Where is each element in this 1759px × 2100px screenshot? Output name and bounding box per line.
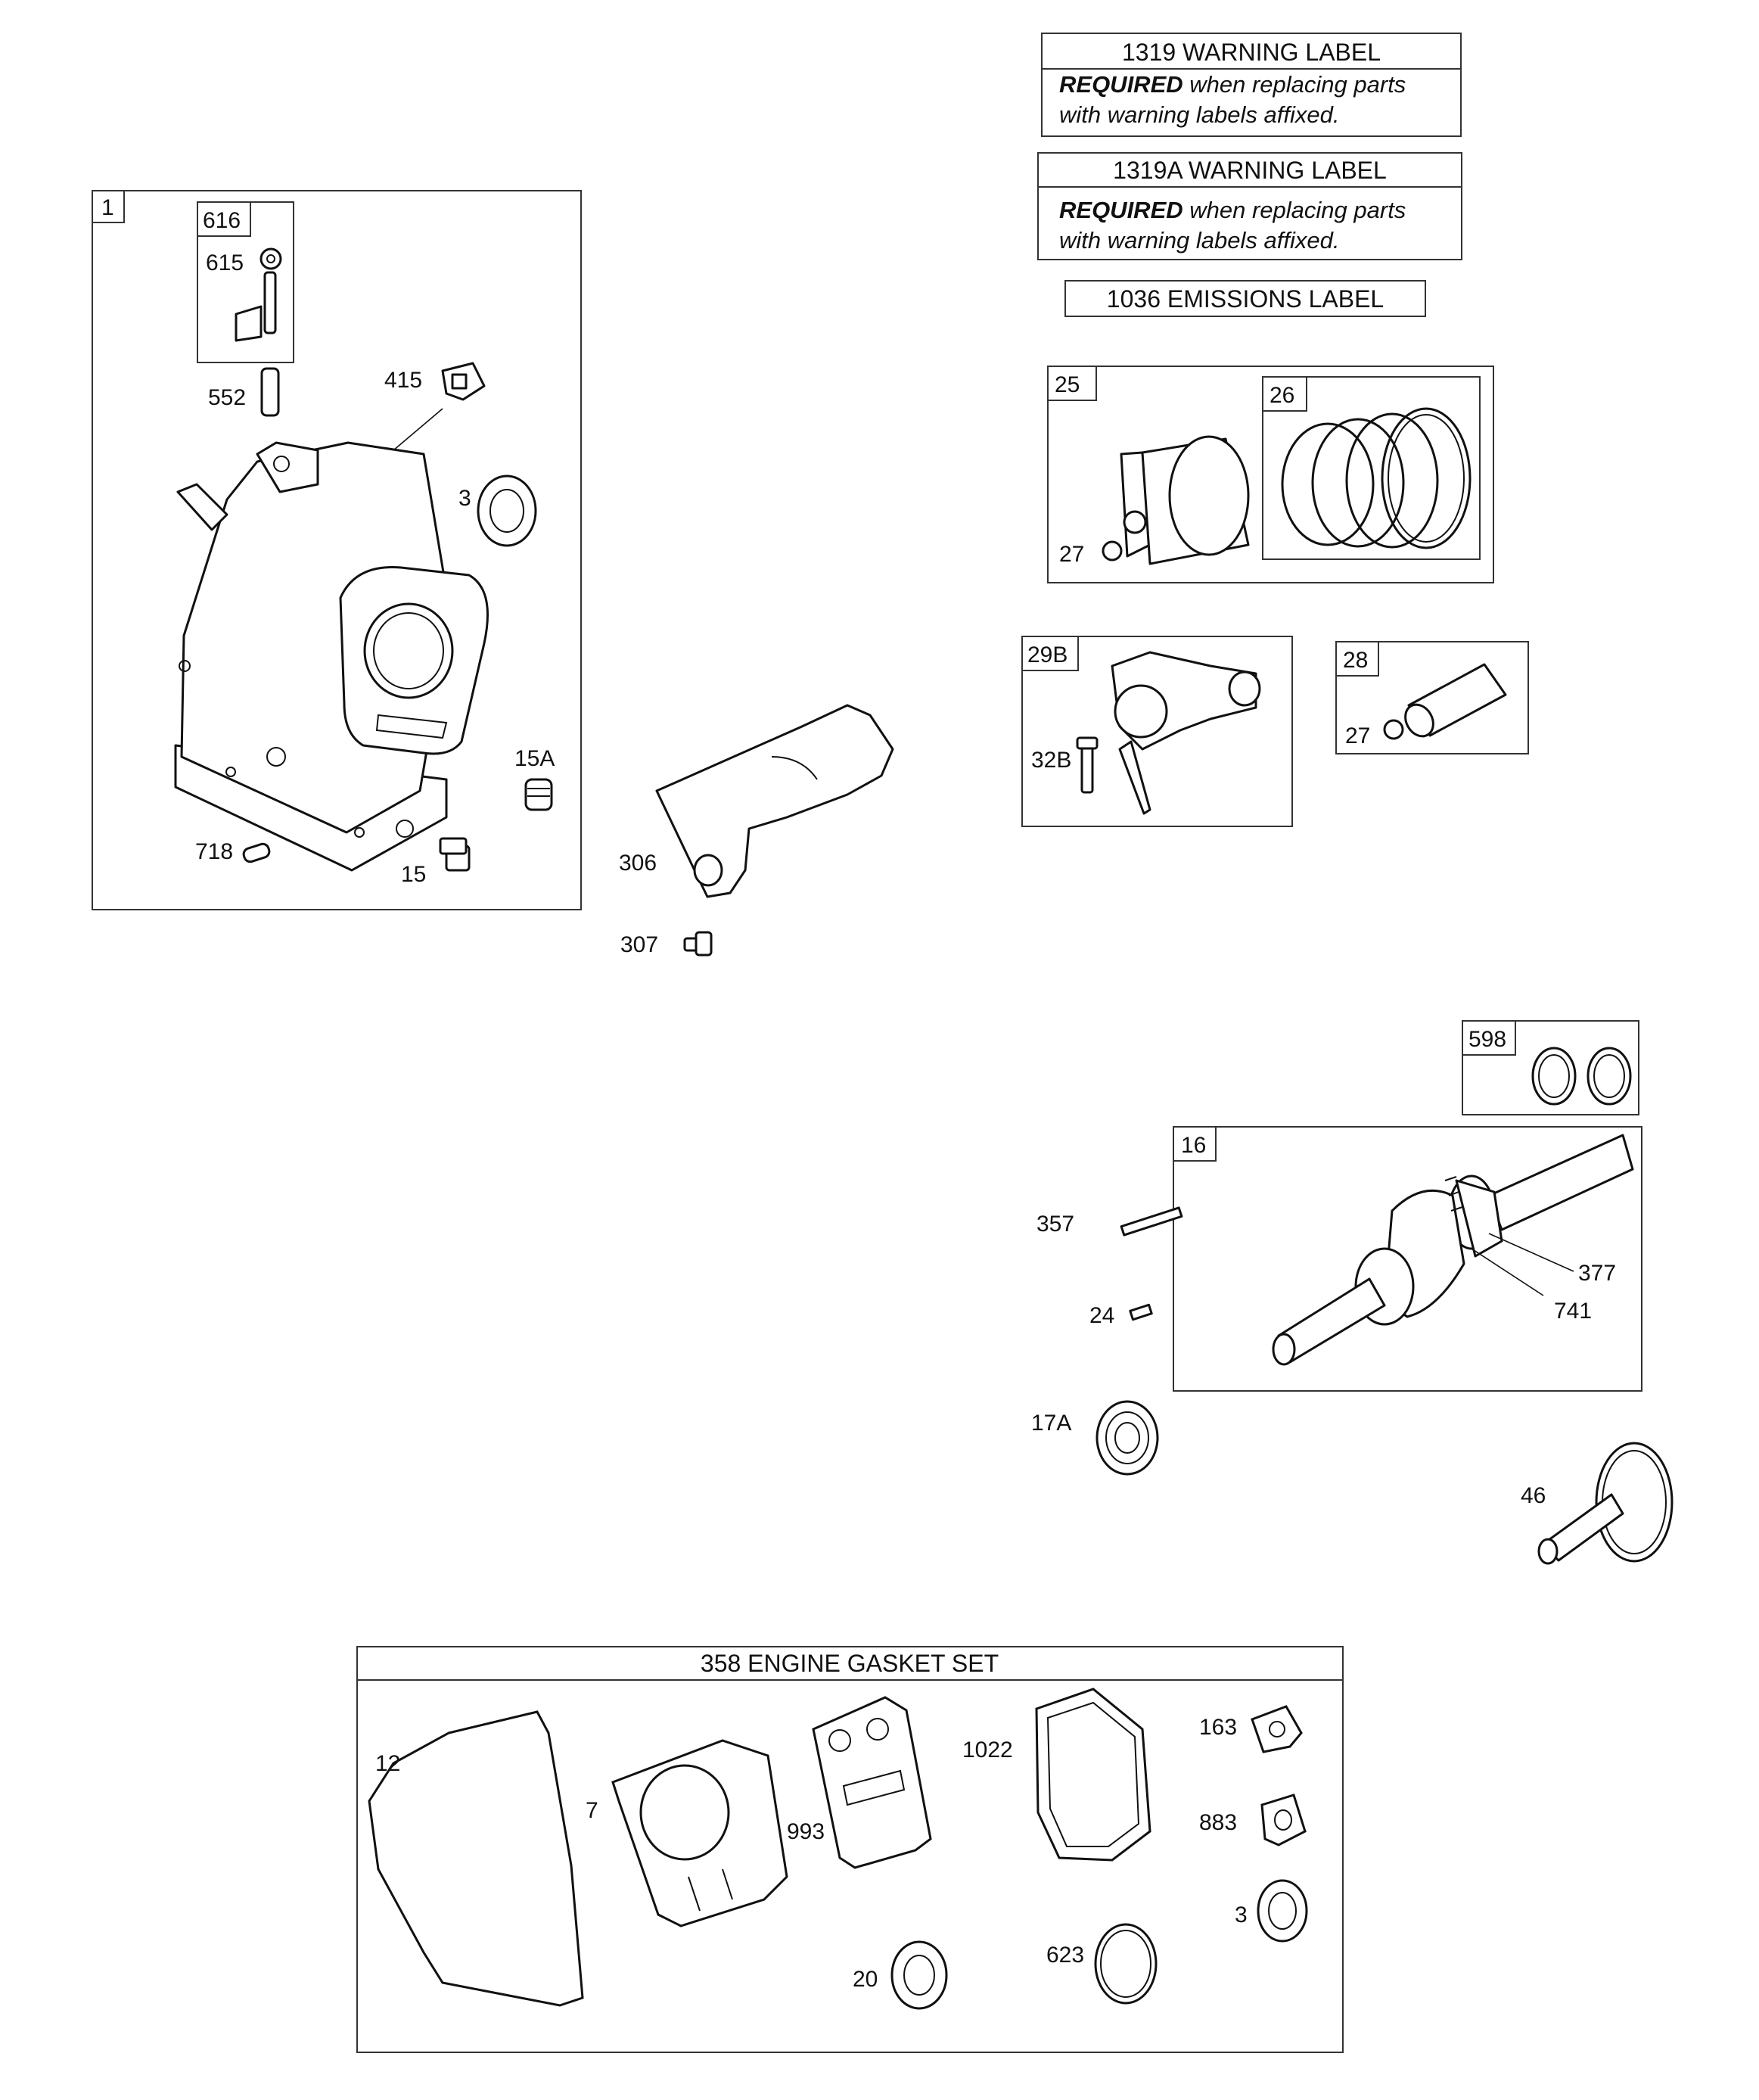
main-bearing-icon xyxy=(1095,1400,1159,1476)
callout-307: 307 xyxy=(620,932,658,957)
gasket-callout-883: 883 xyxy=(1199,1810,1237,1835)
warning-label-1319: 1319 WARNING LABEL REQUIRED when replaci… xyxy=(1041,33,1462,137)
plug-15a-icon xyxy=(524,778,553,811)
callout-15a: 15A xyxy=(514,746,555,771)
callout-27-piston: 27 xyxy=(1059,542,1084,567)
callout-357: 357 xyxy=(1036,1212,1074,1237)
crankcase-block-icon xyxy=(174,441,489,872)
piston-rings-icon xyxy=(1281,407,1472,549)
callout-27-pin: 27 xyxy=(1345,723,1370,748)
key-357-icon xyxy=(1120,1206,1183,1237)
piston-pin-group: 28 27 xyxy=(1335,641,1529,754)
callout-3-crankcase: 3 xyxy=(458,486,471,511)
gasket-callout-1022: 1022 xyxy=(962,1738,1013,1762)
piston-icon xyxy=(1120,435,1250,565)
pin-clip-icon xyxy=(1383,719,1404,740)
cylinder-shroud-icon xyxy=(655,704,894,898)
piston-pin-clip-icon xyxy=(1102,540,1123,562)
connecting-rod-icon xyxy=(1111,651,1261,815)
shim-washers-icon xyxy=(1531,1047,1632,1106)
warning-label-1319a-line2: with warning labels affixed. xyxy=(1059,227,1339,254)
svg-text:REQUIRED when replacing parts: REQUIRED when replacing parts xyxy=(1059,71,1406,98)
shroud-bolt-icon xyxy=(683,931,713,957)
callout-377: 377 xyxy=(1578,1261,1616,1286)
gasket-set-seal-20-icon xyxy=(890,1940,948,2010)
valve-keeper-icon xyxy=(259,247,282,270)
shim-kit-group: 598 xyxy=(1462,1020,1639,1115)
gasket-callout-7: 7 xyxy=(586,1798,598,1823)
crankshaft-group: 16 377 741 xyxy=(1173,1126,1642,1392)
callout-15: 15 xyxy=(401,862,426,887)
piston-pin-group-number: 28 xyxy=(1343,648,1368,673)
o-ring-623-icon xyxy=(1094,1923,1158,2005)
crankcase-gasket-icon xyxy=(368,1710,584,2007)
emissions-label-1036-title: 1036 EMISSIONS LABEL xyxy=(1107,285,1384,313)
gasket-callout-20: 20 xyxy=(853,1967,878,1992)
valve-cover-gasket-icon xyxy=(1035,1688,1151,1862)
callout-552: 552 xyxy=(208,385,246,410)
gasket-set-group: 358 ENGINE GASKET SET 12 7 993 1022 163 … xyxy=(356,1646,1344,2053)
breather-valve-icon xyxy=(441,362,486,401)
warning-label-1319a: 1319A WARNING LABEL REQUIRED when replac… xyxy=(1037,152,1462,260)
warning-label-1319-required: REQUIRED xyxy=(1059,71,1183,98)
insulator-gasket-883-icon xyxy=(1260,1794,1307,1846)
callout-718: 718 xyxy=(195,839,233,864)
valve-kit-subgroup: 616 615 xyxy=(197,201,294,363)
warning-label-1319a-title: 1319A WARNING LABEL xyxy=(1113,157,1387,184)
gasket-callout-993: 993 xyxy=(787,1819,825,1844)
gasket-set-oil-seal-icon xyxy=(1257,1879,1308,1943)
piston-pin-icon xyxy=(1404,663,1507,738)
callout-306: 306 xyxy=(619,851,657,876)
camshaft-icon xyxy=(1537,1442,1674,1565)
intake-gasket-icon xyxy=(812,1696,932,1869)
oil-seal-icon xyxy=(477,474,537,547)
crankcase-group-number: 1 xyxy=(101,195,114,220)
svg-text:REQUIRED when replacing parts: REQUIRED when replacing parts xyxy=(1059,197,1406,223)
valve-guide-icon xyxy=(260,367,280,417)
valve-icon xyxy=(235,271,277,342)
warning-label-1319-line1: when replacing parts xyxy=(1183,71,1406,98)
crankcase-group: 1 616 615 552 415 3 xyxy=(92,190,582,910)
gasket-callout-623: 623 xyxy=(1046,1943,1084,1968)
key-24-icon xyxy=(1129,1303,1153,1321)
emissions-label-1036: 1036 EMISSIONS LABEL xyxy=(1064,280,1426,317)
crankshaft-group-number: 16 xyxy=(1181,1133,1206,1158)
warning-label-1319a-line1: when replacing parts xyxy=(1183,197,1406,223)
callout-17a: 17A xyxy=(1031,1411,1071,1436)
gasket-callout-163: 163 xyxy=(1199,1715,1237,1740)
connecting-rod-group-number: 29B xyxy=(1027,642,1068,667)
callout-46: 46 xyxy=(1521,1483,1546,1508)
gasket-set-title: 358 ENGINE GASKET SET xyxy=(701,1650,999,1677)
piston-group: 25 27 26 xyxy=(1047,366,1494,583)
rod-bolt-icon xyxy=(1076,736,1099,794)
ring-set-number: 26 xyxy=(1270,383,1294,408)
head-gasket-icon xyxy=(611,1739,788,1927)
warning-label-1319-title: 1319 WARNING LABEL xyxy=(1122,39,1381,66)
crankshaft-icon xyxy=(1272,1134,1634,1366)
shim-kit-number: 598 xyxy=(1468,1027,1506,1052)
warning-label-1319-line2: with warning labels affixed. xyxy=(1059,101,1339,128)
piston-group-number: 25 xyxy=(1055,372,1080,397)
carburetor-gasket-163-icon xyxy=(1251,1705,1303,1753)
callout-415: 415 xyxy=(384,368,422,393)
callout-615: 615 xyxy=(206,250,244,275)
oil-drain-plug-icon xyxy=(439,837,471,872)
dowel-pin-icon xyxy=(242,842,271,863)
gasket-callout-3: 3 xyxy=(1235,1902,1248,1927)
callout-32b: 32B xyxy=(1031,748,1071,773)
warning-label-1319a-required: REQUIRED xyxy=(1059,197,1183,223)
callout-741: 741 xyxy=(1554,1299,1592,1324)
valve-kit-number: 616 xyxy=(203,208,241,233)
connecting-rod-group: 29B 32B xyxy=(1021,636,1293,827)
callout-24: 24 xyxy=(1089,1303,1114,1328)
